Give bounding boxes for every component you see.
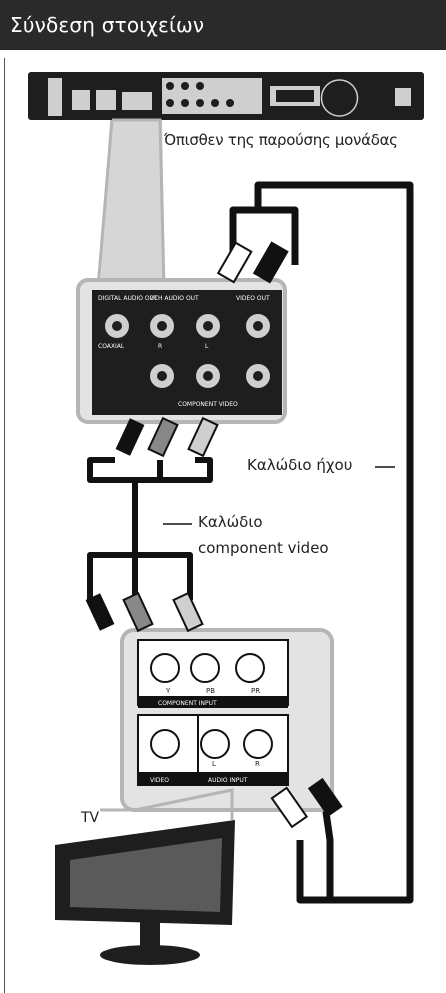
label-component-input: COMPONENT INPUT [158, 700, 217, 707]
tv-label: TV [81, 810, 100, 826]
audio-cable [229, 181, 414, 904]
rear-panel-label: Όπισθεν της παρούσης μονάδας [164, 131, 398, 149]
label-audio-input: AUDIO INPUT [208, 777, 248, 784]
section-header: Σύνδεση στοιχείων [0, 0, 446, 50]
plugs-tv [85, 591, 343, 829]
label-pb: PB [206, 687, 215, 695]
label-r: R [255, 760, 260, 768]
label-audio-l: L [205, 343, 209, 350]
unit-zoom-panel: DIGITAL AUDIO OUT COAXIAL 2CH AUDIO OUT … [76, 278, 287, 424]
label-pr: PR [251, 687, 260, 695]
label-audio-r: R [158, 343, 162, 350]
label-y: Y [165, 687, 171, 695]
tv-set [55, 788, 235, 965]
label-l: L [212, 760, 216, 768]
label-2ch-audio-out: 2CH AUDIO OUT [150, 295, 199, 302]
audio-cable-label: Καλώδιο ήχου [247, 456, 353, 474]
page-title: Σύνδεση στοιχείων [10, 13, 205, 37]
label-component-video: COMPONENT VIDEO [178, 401, 238, 408]
unit-rear-panel [28, 72, 424, 120]
component-cable-label-1: Καλώδιο [198, 513, 263, 531]
margin-rule [4, 58, 5, 993]
plugs-unit [115, 241, 289, 458]
label-digital-audio-out: DIGITAL AUDIO OUT [98, 295, 158, 302]
label-coaxial: COAXIAL [98, 343, 125, 350]
component-cable-label-2: component video [198, 539, 329, 557]
label-video-out: VIDEO OUT [236, 295, 270, 302]
tv-zoom-panel: Y PB PR COMPONENT INPUT L R VIDEO AUDIO … [120, 628, 334, 812]
component-video-cable [87, 457, 213, 600]
label-video: VIDEO [150, 777, 169, 784]
